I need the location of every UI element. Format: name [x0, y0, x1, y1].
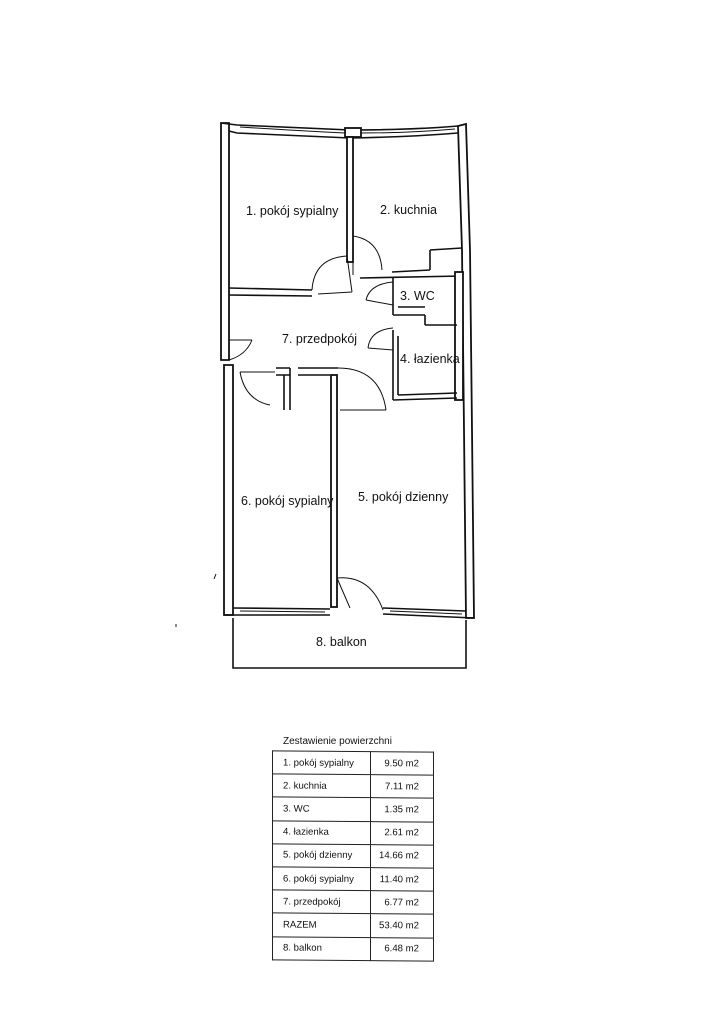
table-row: 5. pokój dzienny 14.66 m2 — [272, 843, 434, 868]
room-area: 7.11 m2 — [370, 774, 434, 799]
total-label: RAZEM — [272, 913, 371, 938]
wc-walls — [392, 278, 457, 326]
room-area: 6.48 m2 — [370, 937, 434, 961]
room-label-7: 7. przedpokój — [282, 332, 357, 346]
room-label-8: 8. balkon — [316, 635, 367, 649]
table-row-total: RAZEM 53.40 m2 — [272, 913, 434, 938]
table-row: 2. kuchnia 7.11 m2 — [272, 774, 434, 799]
room-area: 1.35 m2 — [370, 797, 434, 822]
door-living-room — [337, 367, 387, 411]
summary-title: Zestawienie powierzchni — [283, 736, 392, 747]
wall-hall-bottom — [276, 367, 338, 410]
total-area: 53.40 m2 — [370, 913, 434, 938]
scan-mark — [175, 573, 217, 627]
door-room6 — [239, 371, 275, 406]
wall-pillar-top — [344, 127, 362, 138]
room-area: 11.40 m2 — [370, 867, 434, 892]
table-row: 3. WC 1.35 m2 — [272, 797, 434, 822]
outer-wall-left-lower — [223, 364, 234, 616]
balcony-outline — [232, 618, 467, 669]
wall-room1-kitchen — [346, 136, 354, 263]
room-name: 5. pokój dzienny — [272, 843, 371, 868]
room-area: 2.61 m2 — [370, 821, 434, 845]
room-label-6: 6. pokój sypialny — [241, 494, 334, 508]
door-kitchen — [352, 235, 383, 275]
outer-wall-bottom — [224, 607, 475, 619]
wall-room1-bottom — [228, 287, 313, 297]
window-top-left — [239, 126, 346, 134]
table-row: 6. pokój sypialny 11.40 m2 — [272, 866, 434, 892]
room-area: 6.77 m2 — [370, 890, 434, 915]
door-room1 — [311, 255, 353, 295]
room-label-4: 4. łazienka — [400, 352, 460, 366]
room-name: 2. kuchnia — [272, 774, 371, 798]
wall-room6-living — [330, 374, 338, 608]
room-area: 9.50 m2 — [370, 751, 434, 776]
room-name: 3. WC — [272, 797, 371, 822]
wc-wall-right — [454, 271, 464, 401]
summary-table: 1. pokój sypialny 9.50 m2 2. kuchnia 7.1… — [272, 750, 434, 961]
room-name: 4. łazienka — [272, 820, 371, 845]
room-name: 6. pokój sypialny — [272, 866, 371, 891]
room-name: 1. pokój sypialny — [272, 750, 371, 775]
room-name: 8. balkon — [272, 936, 371, 961]
window-top-right — [359, 128, 456, 134]
room-label-2: 2. kuchnia — [380, 203, 437, 217]
wall-bathroom — [392, 330, 458, 401]
window-bottom-left — [239, 610, 326, 613]
window-bottom-right — [389, 610, 463, 615]
door-wc — [365, 281, 394, 306]
wall-kitchen-bottom — [359, 247, 463, 279]
floor-plan: 1. pokój sypialny 2. kuchnia 3. WC 4. ła… — [175, 122, 475, 669]
room-label-5: 5. pokój dzienny — [358, 490, 449, 504]
door-entrance — [228, 339, 253, 361]
room-label-1: 1. pokój sypialny — [246, 204, 339, 218]
room-area: 14.66 m2 — [370, 844, 434, 868]
room-label-3: 3. WC — [400, 289, 435, 303]
table-row: 7. przedpokój 6.77 m2 — [272, 890, 434, 915]
table-row: 8. balkon 6.48 m2 — [272, 936, 434, 961]
table-row: 1. pokój sypialny 9.50 m2 — [272, 750, 434, 776]
outer-wall-left-upper — [220, 122, 230, 361]
room-name: 7. przedpokój — [272, 890, 371, 914]
table-row: 4. łazienka 2.61 m2 — [272, 820, 434, 845]
door-balcony — [336, 577, 384, 611]
door-bathroom — [367, 327, 394, 351]
